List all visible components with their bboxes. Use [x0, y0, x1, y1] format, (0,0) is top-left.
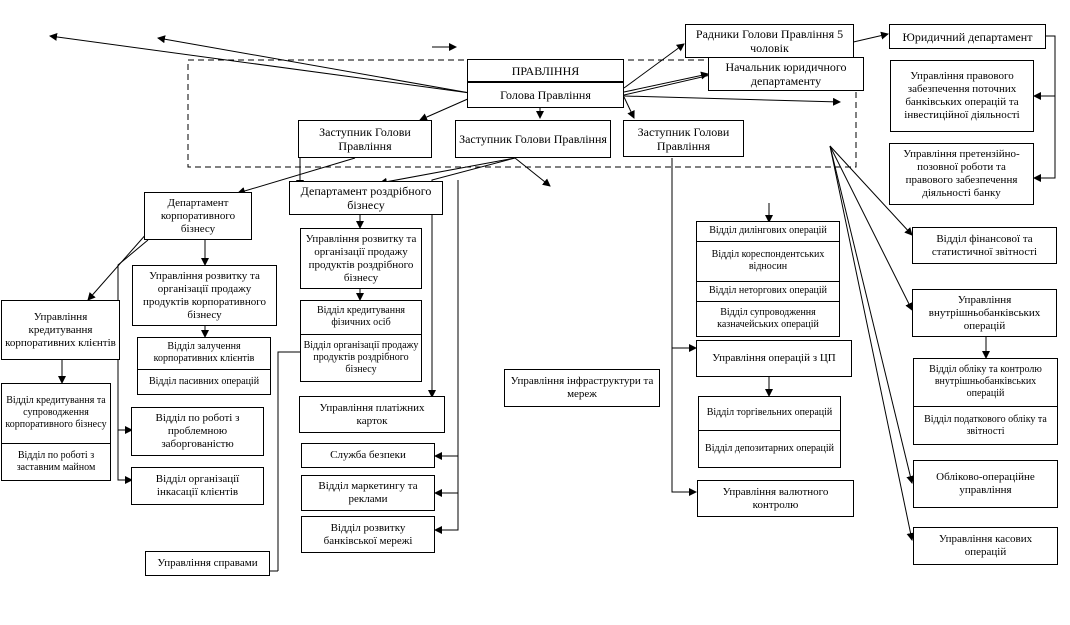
legal-ops-box: Управління правового забезпечення поточн…	[890, 60, 1034, 132]
advisors-box: Радники Голови Правління 5 чоловік	[685, 24, 854, 58]
deputy-chairman-3: Заступник Голови Правління	[623, 120, 744, 157]
securities-box: Управління операцій з ЦП	[696, 340, 852, 377]
reporting-box: Відділ фінансової та статистичної звітно…	[912, 227, 1057, 264]
cash-ops-box: Управління касових операцій	[913, 527, 1058, 565]
legal-claims-box: Управління претензійно-позовної роботи т…	[889, 143, 1034, 205]
corporate-dev-sales-box: Управління розвитку та організації прода…	[132, 265, 277, 326]
collection-box: Відділ організації інкасації клієнтів	[131, 467, 264, 505]
retail-dev-sales-box: Управління розвитку та організації прода…	[300, 228, 422, 289]
accounting-ops-box: Обліково-операційне управління	[913, 460, 1058, 508]
corporate-credit-box: Управління кредитування корпоративних кл…	[1, 300, 120, 360]
corporate-clients-group	[137, 337, 271, 395]
problem-debt-box: Відділ по роботі з проблемною заборгован…	[131, 407, 264, 456]
legal-head-box: Начальник юридичного департаменту	[708, 57, 864, 91]
credit-support-cell: Відділ кредитування та супроводження кор…	[5, 395, 107, 430]
non-trading-cell: Відділ неторгових операцій	[708, 285, 828, 296]
cards-box: Управління платіжних карток	[299, 396, 445, 433]
attraction-cell: Відділ залучення корпоративних клієнтів	[153, 341, 255, 364]
retail-department-box: Департамент роздрібного бізнесу	[289, 181, 443, 215]
dealing-group	[696, 221, 840, 337]
internal-ops-box: Управління внутрішньобанківських операці…	[912, 289, 1057, 337]
affairs-box: Управління справами	[145, 551, 270, 576]
chairman-box: Голова Правління	[467, 82, 624, 108]
retail-credit-group	[300, 300, 422, 382]
infrastructure-box: Управління інфраструктури та мереж	[504, 369, 660, 407]
individual-credit-cell: Відділ кредитування фізичних осіб	[316, 305, 406, 328]
deputy-chairman-2: Заступник Голови Правління	[455, 120, 611, 158]
board-title: ПРАВЛІННЯ	[467, 59, 624, 82]
legal-department-box: Юридичний департамент	[889, 24, 1046, 49]
corporate-credit-group	[1, 383, 111, 481]
passive-ops-cell: Відділ пасивних операцій	[148, 376, 260, 387]
depository-cell: Відділ депозитарних операцій	[705, 443, 834, 454]
marketing-box: Відділ маркетингу та реклами	[301, 475, 435, 511]
network-box: Відділ розвитку банківської мережі	[301, 516, 435, 553]
correspondent-cell: Відділ кореспондентських відносин	[711, 249, 825, 272]
tax-cell: Відділ податкового обліку та звітності	[924, 413, 1047, 437]
deputy-chairman-1: Заступник Голови Правління	[298, 120, 432, 158]
collateral-cell: Відділ по роботі з заставним майном	[16, 450, 96, 473]
corporate-department-box: Департамент корпоративного бізнесу	[144, 192, 252, 240]
securities-group	[698, 396, 841, 468]
currency-control-box: Управління валютного контролю	[697, 480, 854, 517]
dealing-cell: Відділ дилінгових операцій	[709, 225, 827, 236]
trading-cell: Відділ торгівельних операцій	[706, 407, 833, 418]
retail-sales-org-cell: Відділ організації продажу продуктів роз…	[303, 340, 419, 375]
internal-ops-group	[913, 358, 1058, 445]
accounting-control-cell: Відділ обліку та контролю внутрішньобанк…	[929, 364, 1042, 399]
treasury-cell: Відділ супроводження казначейських опера…	[717, 307, 819, 330]
security-box: Служба безпеки	[301, 443, 435, 468]
